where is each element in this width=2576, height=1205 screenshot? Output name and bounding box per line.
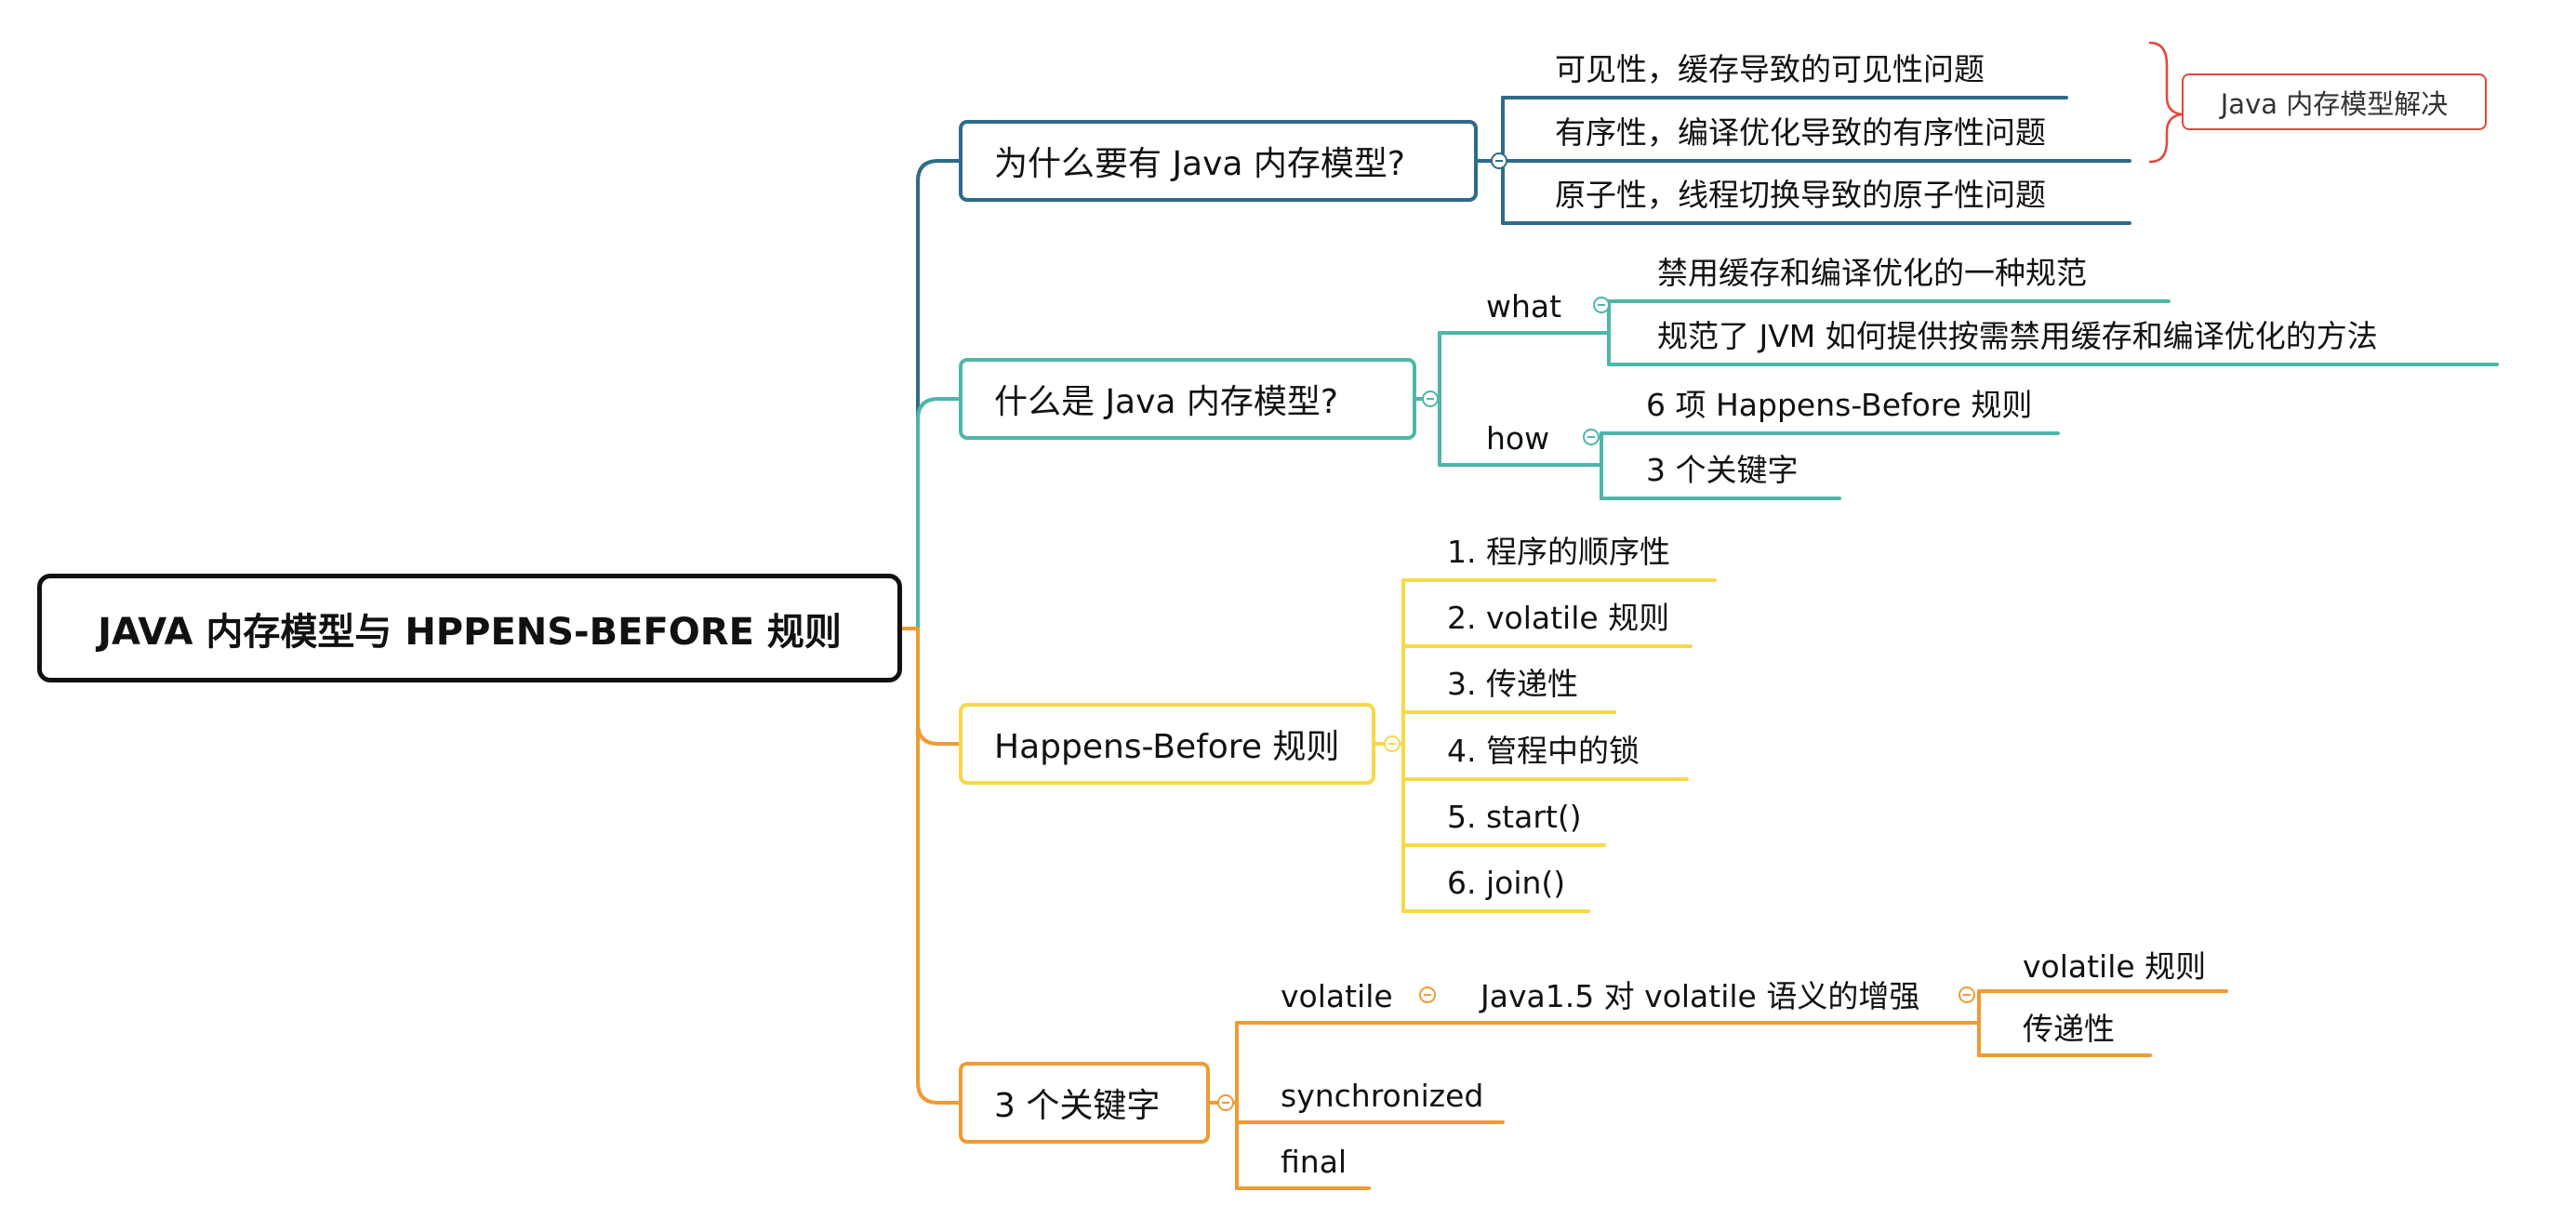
hb-item-6[interactable]: 6. join() xyxy=(1447,865,1566,901)
branch-why-label: 为什么要有 Java 内存模型? xyxy=(994,145,1406,183)
connector-root-hb xyxy=(900,627,961,746)
branch-kw-label: 3 个关键字 xyxy=(994,1087,1161,1125)
collapse-enhance-icon[interactable] xyxy=(1959,987,1975,1003)
kw-volatile[interactable]: volatile xyxy=(1281,978,1393,1014)
why-item-atomicity[interactable]: 原子性，线程切换导致的原子性问题 xyxy=(1555,177,2046,213)
connector-root-kw xyxy=(916,722,961,1105)
branch-hb-label: Happens-Before 规则 xyxy=(994,728,1340,766)
kw-synchronized[interactable]: synchronized xyxy=(1281,1078,1484,1114)
collapse-what-sub-icon[interactable] xyxy=(1593,297,1610,313)
branch-why-memory-model[interactable]: 为什么要有 Java 内存模型? xyxy=(959,120,1478,202)
hb-item-1[interactable]: 1. 程序的顺序性 xyxy=(1447,534,1670,570)
how-sub-label[interactable]: how xyxy=(1486,420,1550,457)
root-topic[interactable]: JAVA 内存模型与 HPPENS-BEFORE 规则 xyxy=(37,574,902,682)
curly-brace xyxy=(2148,41,2184,164)
why-item-visibility[interactable]: 可见性，缓存导致的可见性问题 xyxy=(1555,51,1985,87)
what-item-spec[interactable]: 禁用缓存和编译优化的一种规范 xyxy=(1657,255,2087,291)
branch-three-keywords[interactable]: 3 个关键字 xyxy=(959,1062,1210,1144)
collapse-volatile-icon[interactable] xyxy=(1419,987,1436,1003)
branch-what-label: 什么是 Java 内存模型? xyxy=(994,383,1339,421)
kw-volatile-enhance[interactable]: Java1.5 对 volatile 语义的增强 xyxy=(1481,978,1920,1014)
callout-memory-model-solves[interactable]: Java 内存模型解决 xyxy=(2182,73,2487,130)
hb-item-2[interactable]: 2. volatile 规则 xyxy=(1447,600,1670,636)
branch-happens-before[interactable]: Happens-Before 规则 xyxy=(959,703,1375,785)
root-topic-label: JAVA 内存模型与 HPPENS-BEFORE 规则 xyxy=(98,610,842,654)
connector-how-items xyxy=(1594,431,1603,500)
enhance-item-volatile-rule[interactable]: volatile 规则 xyxy=(2023,948,2207,985)
connector-root-what xyxy=(916,397,961,630)
hb-item-3[interactable]: 3. 传递性 xyxy=(1447,666,1578,702)
collapse-how-sub-icon[interactable] xyxy=(1583,429,1600,445)
connector-what-items xyxy=(1604,299,1611,366)
how-item-keywords[interactable]: 3 个关键字 xyxy=(1646,452,1799,488)
branch-what-memory-model[interactable]: 什么是 Java 内存模型? xyxy=(959,358,1416,440)
collapse-why-icon[interactable] xyxy=(1491,152,1507,169)
collapse-kw-icon[interactable] xyxy=(1217,1094,1234,1111)
hb-item-5[interactable]: 5. start() xyxy=(1447,799,1582,835)
what-item-jvm[interactable]: 规范了 JVM 如何提供按需禁用缓存和编译优化的方法 xyxy=(1657,318,2378,354)
collapse-hb-icon[interactable] xyxy=(1384,735,1401,752)
why-item-ordering[interactable]: 有序性，编译优化导致的有序性问题 xyxy=(1555,114,2046,151)
kw-final[interactable]: final xyxy=(1281,1144,1348,1180)
enhance-item-transitivity[interactable]: 传递性 xyxy=(2023,1011,2115,1047)
how-item-rules[interactable]: 6 项 Happens-Before 规则 xyxy=(1646,387,2033,423)
connector-root-why xyxy=(900,159,961,630)
hb-item-4[interactable]: 4. 管程中的锁 xyxy=(1447,733,1640,769)
what-sub-label[interactable]: what xyxy=(1486,288,1562,324)
collapse-what-branch-icon[interactable] xyxy=(1422,391,1439,407)
